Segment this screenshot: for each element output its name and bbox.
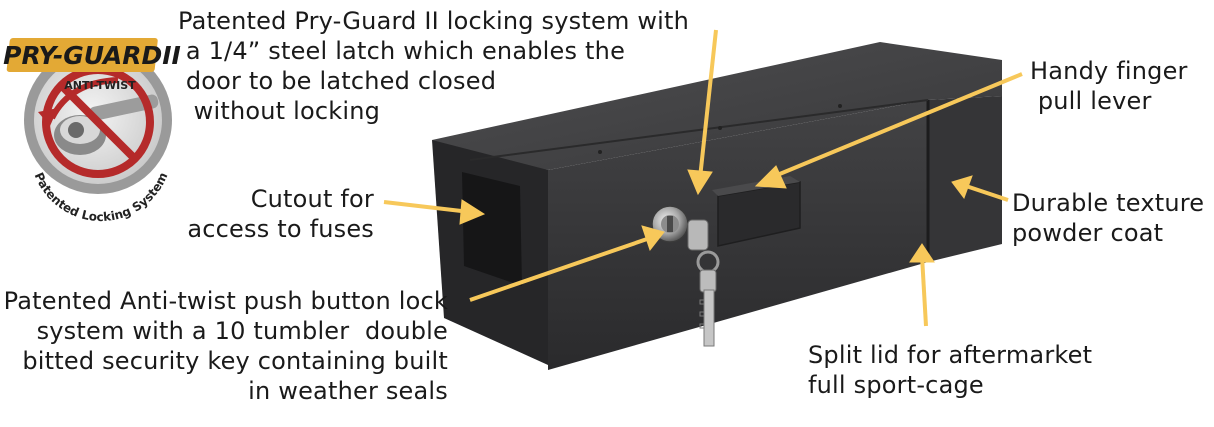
logo-title: PRY-GUARDII xyxy=(3,41,181,70)
callout-pry-guard: Patented Pry-Guard II locking system wit… xyxy=(178,7,690,125)
callout-finger-pull: Handy finger pull lever xyxy=(1030,57,1188,115)
mount-hole xyxy=(718,126,722,130)
lock-slot xyxy=(667,216,673,232)
arrow-pry-guard xyxy=(698,29,718,179)
arrowhead-icon xyxy=(754,165,787,189)
callout-split-lid: Split lid for aftermarket full sport-cag… xyxy=(808,341,1093,399)
callout-texture: Durable texture powder coat xyxy=(1012,189,1205,247)
logo-prohibit-slash xyxy=(58,82,138,162)
logo-arrowhead-icon xyxy=(38,108,58,126)
arrow-texture xyxy=(965,184,1009,202)
arrowhead-icon xyxy=(687,169,713,196)
arrow-split-lid xyxy=(920,255,928,327)
arrowhead-icon xyxy=(951,175,973,200)
arrow-anti-twist xyxy=(469,236,651,302)
arrow-finger-pull xyxy=(769,72,1023,180)
mount-hole xyxy=(598,150,602,154)
lid-seam xyxy=(469,99,929,161)
arrowhead-icon xyxy=(909,243,935,263)
glovebox-top xyxy=(432,42,1002,170)
fuse-cutout xyxy=(462,172,522,286)
arrowhead-icon xyxy=(459,199,486,225)
callout-anti-twist: Patented Anti-twist push button lock sys… xyxy=(3,287,448,405)
callout-arrows xyxy=(383,29,1023,327)
mount-hole xyxy=(838,104,842,108)
arrowhead-icon xyxy=(641,225,665,252)
pry-guard-logo: PRY-GUARDII ANTI-TWIST Patented Locking … xyxy=(3,38,181,224)
logo-title-banner xyxy=(6,38,158,72)
callout-cutout: Cutout for access to fuses xyxy=(187,185,374,243)
logo-lock-illustration xyxy=(54,94,159,155)
security-key-icon[interactable] xyxy=(687,219,720,347)
arrow-cutout xyxy=(383,200,471,214)
logo-badge: ANTI-TWIST xyxy=(64,79,136,92)
